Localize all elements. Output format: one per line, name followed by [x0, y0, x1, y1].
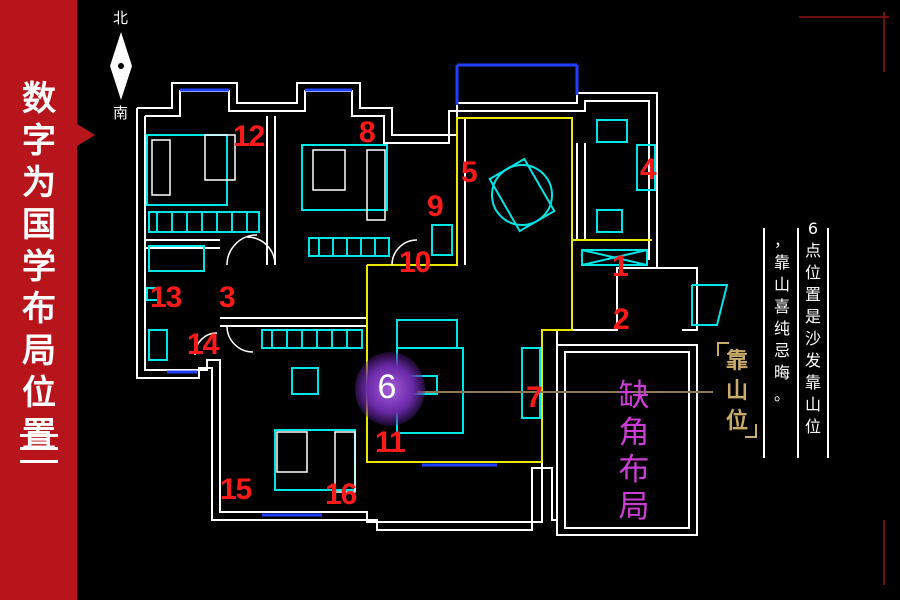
furniture	[146, 119, 729, 491]
title-char: 位	[22, 373, 56, 413]
note-char: 是	[804, 307, 821, 326]
corner-decoration	[883, 520, 885, 585]
note-char: 山	[773, 275, 790, 294]
room-number-9: 9	[427, 190, 444, 223]
windows	[167, 63, 579, 517]
note-char: 位	[804, 417, 821, 436]
note-char: 置	[804, 285, 821, 304]
note-char: 忌	[773, 341, 790, 360]
note-char: 纯	[773, 319, 790, 338]
room-number-15: 15	[220, 473, 252, 506]
note-char: 靠	[773, 253, 790, 272]
note-char: 。	[773, 385, 790, 404]
missing-char: 缺	[618, 378, 650, 414]
room-number-13: 13	[150, 281, 182, 314]
missing-char: 角	[618, 415, 650, 451]
floor-plan-drawing	[110, 32, 729, 536]
room-number-2: 2	[613, 303, 630, 336]
room-number-16: 16	[325, 478, 357, 511]
floor-plan-stage: 北	[77, 0, 900, 600]
zone-outline	[366, 117, 652, 463]
title-char: 数	[22, 79, 56, 119]
highlight-glow	[355, 352, 425, 426]
room-number-12: 12	[233, 120, 265, 153]
tag-char: 位	[725, 408, 748, 434]
note-char: 点	[804, 241, 821, 260]
note-char: 晦	[773, 363, 790, 382]
note-char: 山	[804, 395, 821, 414]
note-char: 沙	[804, 329, 821, 348]
title-char: 国	[22, 205, 56, 245]
title-char: 学	[22, 247, 56, 287]
sidebar-title: 数 字 为 国 学 布 局 位 置	[15, 78, 63, 456]
title-char: 局	[22, 331, 56, 371]
compass-south-label: 南	[113, 104, 129, 122]
note-char: ，	[773, 231, 790, 250]
room-number-11: 11	[375, 426, 406, 459]
missing-char: 局	[618, 489, 650, 525]
corner-decoration	[799, 16, 889, 18]
room-number-8: 8	[359, 116, 376, 149]
missing-corner-label: 缺 角 布 局	[604, 378, 664, 526]
room-number-10: 10	[399, 246, 431, 279]
title-char: 布	[22, 289, 56, 329]
sidebar-pointer	[77, 124, 95, 146]
tag-char: 山	[725, 378, 748, 404]
door-arcs	[194, 234, 418, 356]
note-divider	[763, 228, 765, 458]
backing-position-tag: 靠 山 位	[717, 342, 757, 438]
room-number-14: 14	[187, 328, 219, 361]
note-column-1: 6 点 位 置 是 沙 发 靠 山 位	[801, 218, 825, 438]
title-char: 为	[22, 163, 56, 203]
missing-char: 布	[618, 452, 650, 488]
note-char: 喜	[773, 297, 790, 316]
note-column-2: ， 靠 山 喜 纯 忌 晦 。	[770, 230, 794, 406]
room-number-7: 7	[526, 381, 543, 414]
compass-needle-icon	[110, 32, 132, 100]
bed-details	[151, 134, 386, 493]
room-number-3: 3	[219, 281, 236, 314]
note-char: 6	[807, 219, 819, 238]
room-number-1: 1	[612, 250, 629, 283]
tag-char: 靠	[725, 348, 748, 374]
note-char: 发	[804, 351, 821, 370]
compass-north-label: 北	[113, 9, 129, 27]
corner-decoration	[883, 12, 885, 72]
note-divider	[797, 228, 799, 458]
note-divider	[827, 228, 829, 458]
note-char: 位	[804, 263, 821, 282]
room-number-5: 5	[461, 156, 478, 189]
title-divider-lines	[20, 434, 58, 473]
sidebar	[0, 0, 77, 600]
room-number-4: 4	[640, 153, 657, 186]
highlight-number-6: 6	[377, 368, 397, 406]
title-char: 字	[22, 121, 56, 161]
note-char: 靠	[804, 373, 821, 392]
